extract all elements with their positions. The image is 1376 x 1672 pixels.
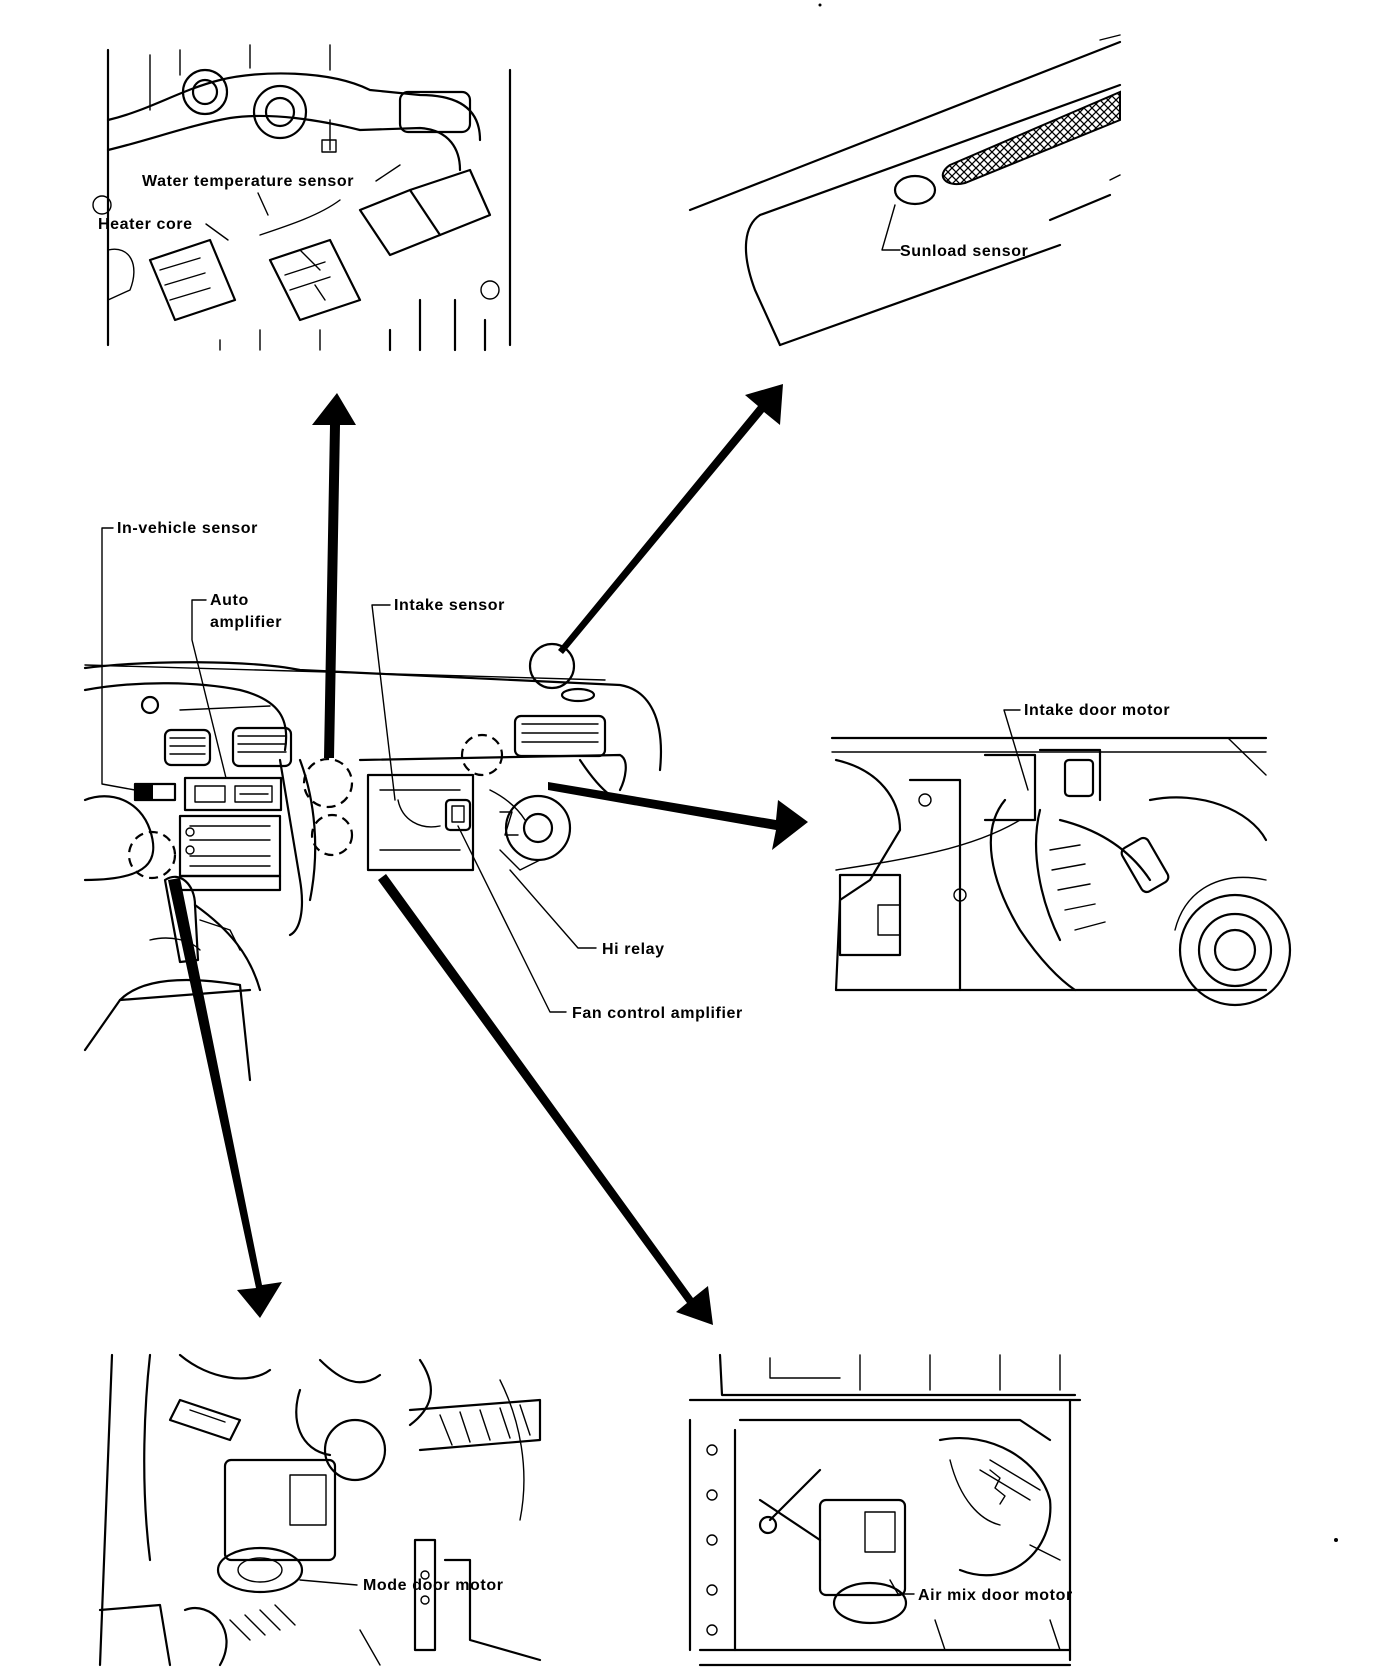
arrow-to-intake-door-motor [548, 782, 808, 850]
water-temperature-sensor-label: Water temperature sensor [142, 173, 354, 190]
air-mix-door-motor-label: Air mix door motor [918, 1587, 1073, 1604]
pointer-arrows [168, 384, 808, 1325]
intake-door-motor-inset [830, 736, 1292, 1007]
arrow-to-heater-core [312, 393, 356, 758]
intake-sensor-label: Intake sensor [394, 597, 505, 614]
intake-door-motor-leader [1003, 709, 1029, 791]
heater-core-inset [92, 40, 520, 352]
in-vehicle-sensor-label: In-vehicle sensor [117, 520, 258, 537]
heater-core-leader [205, 223, 229, 241]
sunload-sensor-label: Sunload sensor [900, 243, 1028, 260]
air-mix-door-motor-leader [889, 1579, 915, 1595]
sunload-sensor-leader [881, 204, 901, 251]
in-vehicle-sensor-leader [101, 527, 136, 791]
arrow-to-air-mix-door-motor [378, 874, 713, 1325]
mode-door-motor-inset [98, 1353, 542, 1667]
mode-door-motor-leader [299, 1579, 358, 1586]
arrow-to-sunload-sensor [558, 384, 783, 654]
sunload-sensor-inset [688, 34, 1122, 347]
auto-amplifier-label-2: amplifier [210, 614, 282, 631]
fan-control-amplifier-label: Fan control amplifier [572, 1005, 743, 1022]
auto-amplifier-label-1: Auto [210, 592, 249, 609]
hi-relay-leader [509, 869, 597, 949]
mode-door-motor-label: Mode door motor [363, 1577, 504, 1594]
intake-door-motor-label: Intake door motor [1024, 702, 1170, 719]
fan-control-amplifier-leader [457, 825, 567, 1013]
arrow-to-mode-door-motor [168, 878, 282, 1318]
intake-sensor-leader [371, 604, 396, 801]
heater-core-label: Heater core [98, 216, 193, 233]
air-mix-door-motor-inset [688, 1353, 1082, 1667]
water-temperature-sensor-leader [375, 164, 401, 182]
auto-amplifier-leader [191, 599, 227, 779]
dashboard-overview [83, 642, 662, 1082]
hi-relay-label: Hi relay [602, 941, 665, 958]
